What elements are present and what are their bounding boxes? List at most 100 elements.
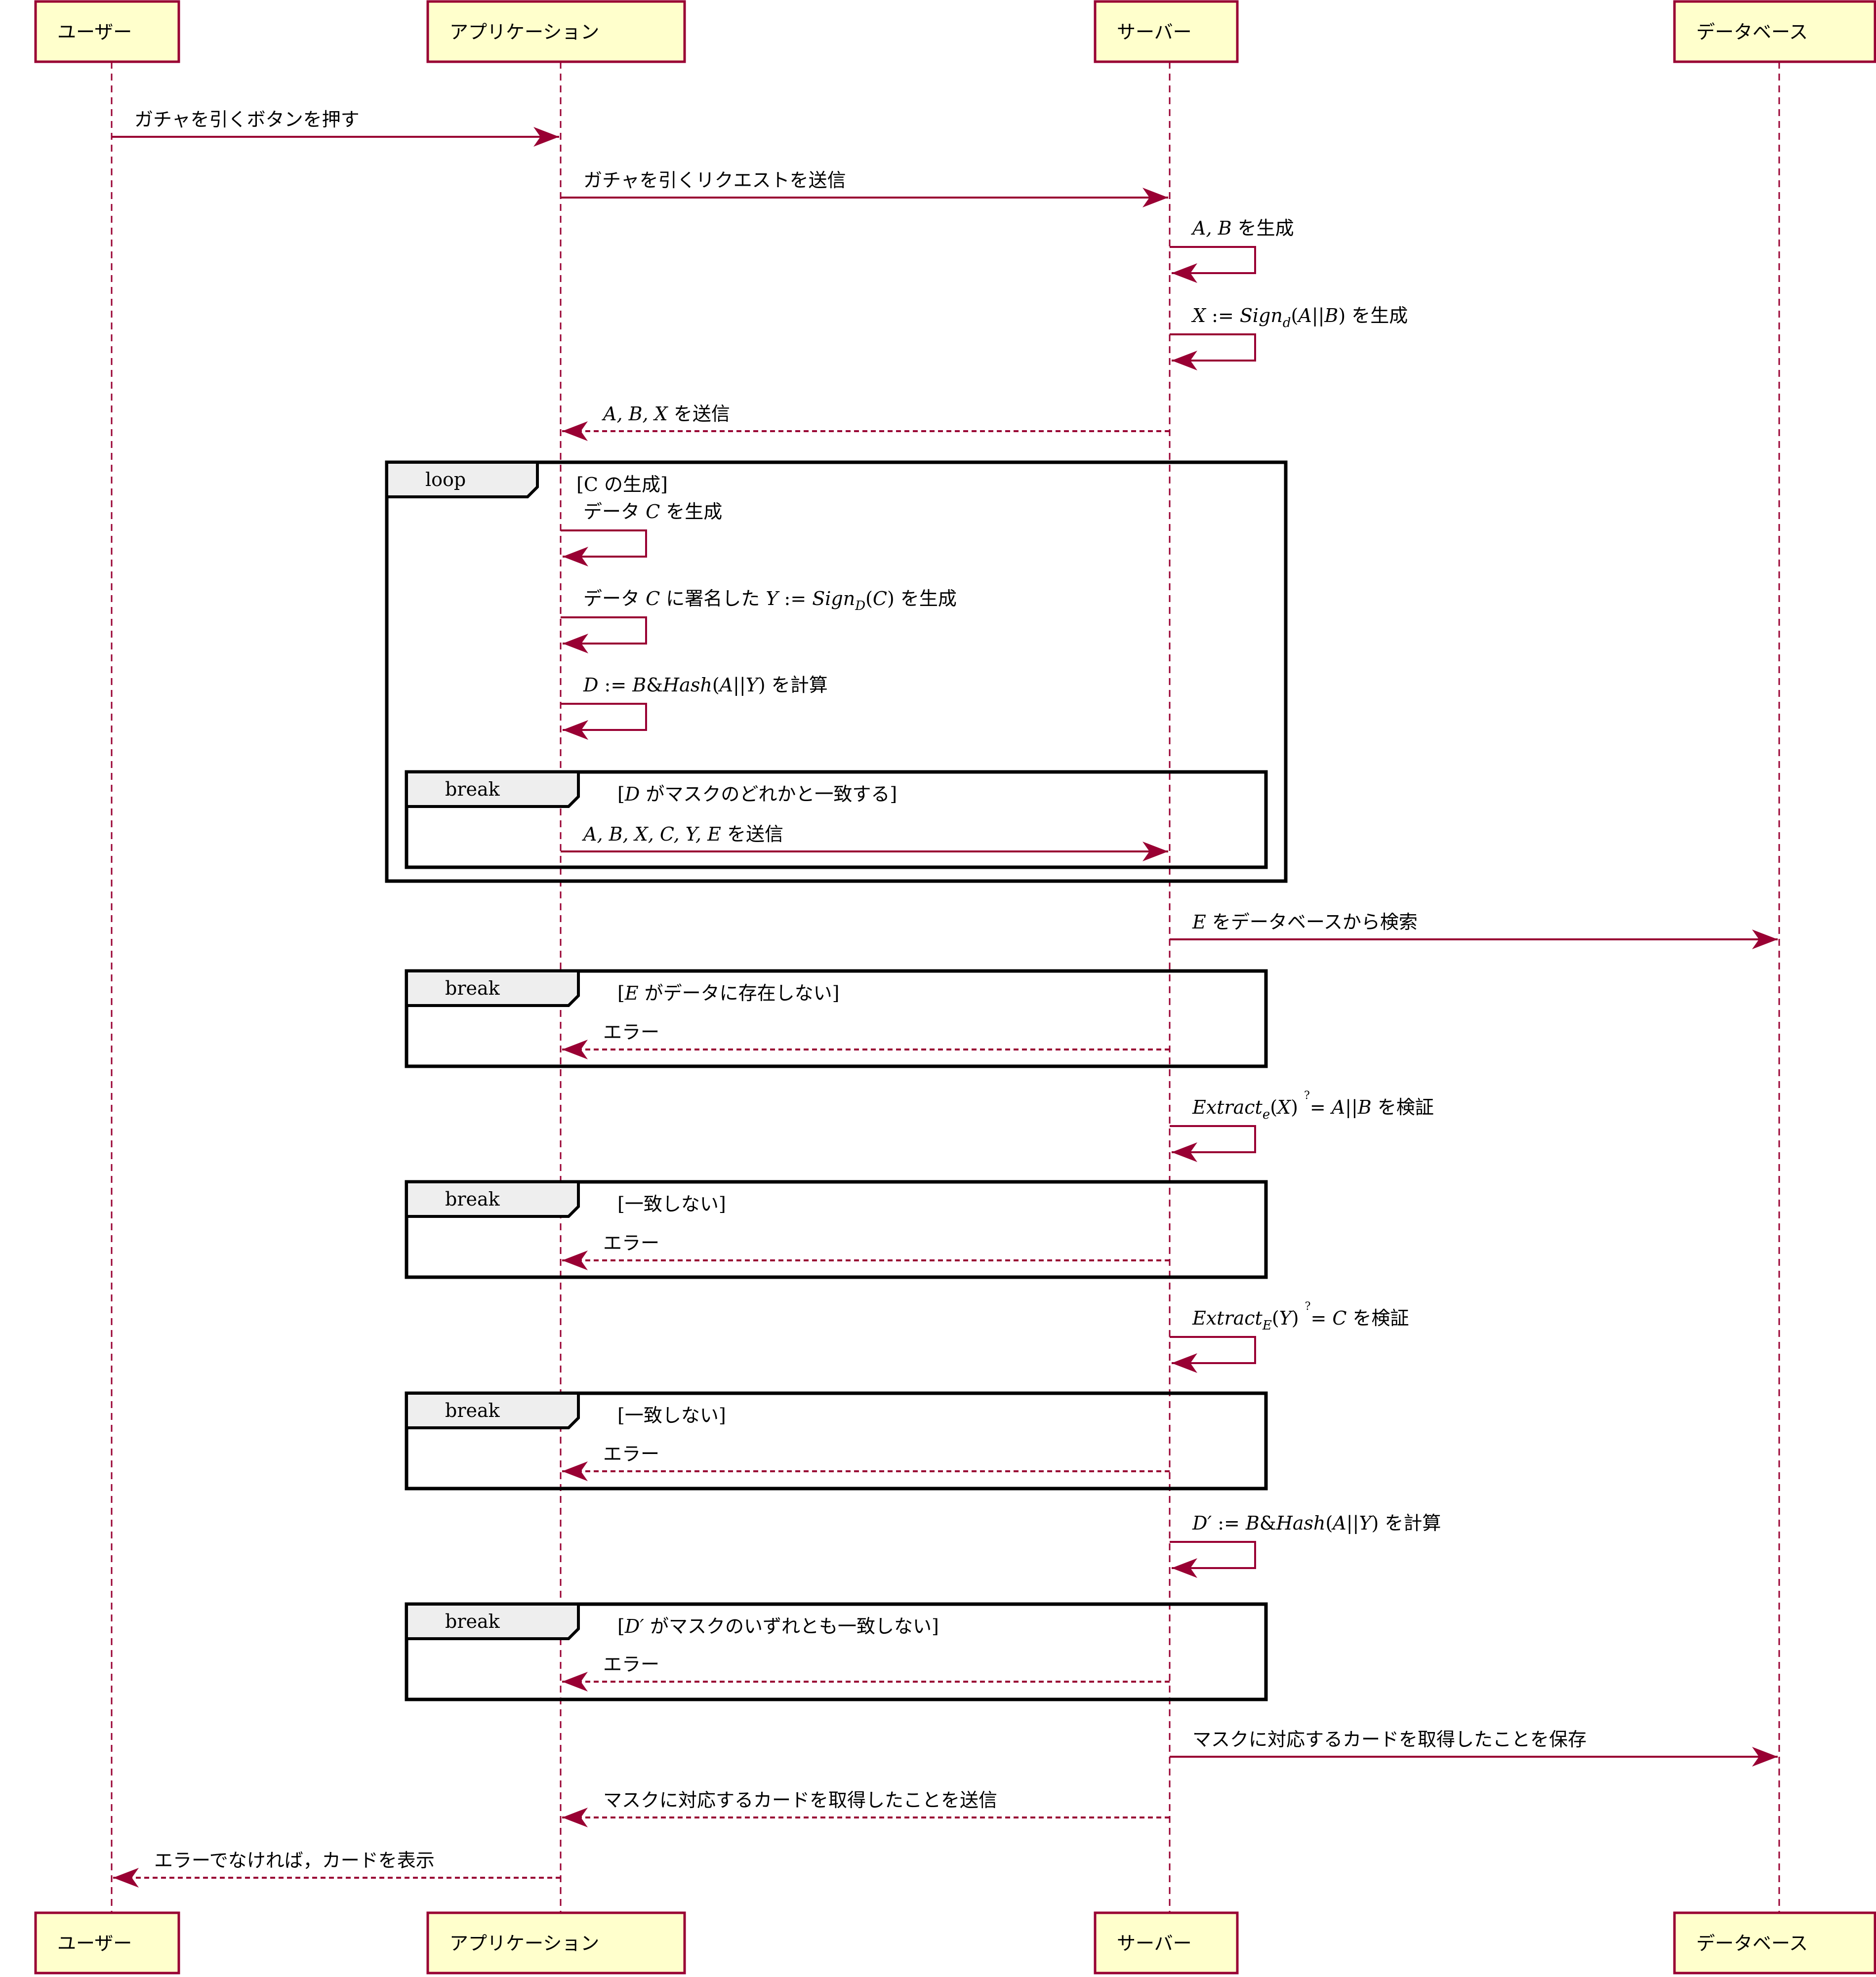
message-m13: エラー <box>562 1232 1170 1270</box>
fragment-frame <box>405 969 1268 1068</box>
message-label: A, B, X, C, Y, E を送信 <box>582 823 783 845</box>
lifelines <box>111 62 1780 1913</box>
message-m14: ExtractE(Y) ?= C を検証 <box>1170 1300 1409 1373</box>
fragment-tab <box>405 770 580 808</box>
message-label: E をデータベースから検索 <box>1192 911 1418 933</box>
participant-box <box>426 0 686 63</box>
participant-label: ユーザー <box>57 21 132 43</box>
participant-label: アプリケーション <box>449 21 599 43</box>
fragment-break-f2: break [D がマスクのどれかと一致する] <box>405 770 1268 869</box>
fragment-kind-label: break <box>445 1611 500 1632</box>
fragment-guard: [D がマスクのどれかと一致する] <box>617 783 897 805</box>
message-label: ガチャを引くボタンを押す <box>134 109 360 130</box>
message-m16: D′ := B&Hash(A||Y) を計算 <box>1170 1512 1441 1578</box>
self-call-arrow <box>561 616 647 653</box>
message-label: エラー <box>603 1654 659 1675</box>
fragment-frame <box>405 770 1268 869</box>
fragment-break-f3: break [E がデータに存在しない] <box>405 969 1268 1068</box>
participant-label: データベース <box>1696 21 1808 43</box>
participant-box <box>1094 0 1239 63</box>
participant-app-bottom: アプリケーション <box>426 1911 686 1975</box>
participant-label: サーバー <box>1117 1933 1192 1954</box>
combined-fragments: loop [C の生成] break [D がマスクのどれかと一致する] break [E… <box>385 460 1288 1701</box>
message-label: エラー <box>603 1443 659 1465</box>
message-m6: データ C を生成 <box>561 501 722 566</box>
self-call-arrow <box>561 703 647 740</box>
message-label: マスクに対応するカードを取得したことを保存 <box>1192 1729 1587 1750</box>
message-m2: ガチャを引くリクエストを送信 <box>561 169 1168 207</box>
participant-label: サーバー <box>1117 21 1192 43</box>
fragment-frame <box>405 1180 1268 1279</box>
fragment-tab <box>405 1180 580 1218</box>
fragment-frame <box>405 1391 1268 1491</box>
fragment-break-f4: break [一致しない] <box>405 1180 1268 1279</box>
message-label: ExtractE(Y) ?= C を検証 <box>1192 1300 1409 1333</box>
fragment-kind-label: break <box>445 1188 500 1210</box>
self-call-arrow <box>1170 1336 1256 1373</box>
self-call-arrow <box>1170 1125 1256 1162</box>
participant-box <box>1094 1911 1239 1975</box>
message-m17: エラー <box>562 1654 1170 1692</box>
self-call-arrow <box>1170 246 1256 283</box>
message-m10: E をデータベースから検索 <box>1170 911 1778 949</box>
message-m18: マスクに対応するカードを取得したことを保存 <box>1170 1729 1778 1767</box>
message-m9: A, B, X, C, Y, E を送信 <box>561 823 1168 861</box>
fragment-frame <box>385 460 1288 883</box>
participant-server-top: サーバー <box>1094 0 1239 63</box>
participant-box <box>426 1911 686 1975</box>
message-label: X := Signd(A||B) を生成 <box>1191 305 1408 330</box>
message-m7: データ C に署名した Y := SignD(C) を生成 <box>561 588 957 653</box>
participant-box <box>1673 1911 1876 1975</box>
message-label: エラー <box>603 1232 659 1254</box>
participant-label: ユーザー <box>57 1933 132 1954</box>
message-label: Extracte(X) ?= A||B を検証 <box>1192 1089 1434 1122</box>
message-m1: ガチャを引くボタンを押す <box>112 109 559 147</box>
message-m8: D := B&Hash(A||Y) を計算 <box>561 674 828 740</box>
participant-db-bottom: データベース <box>1673 1911 1876 1975</box>
participant-db-top: データベース <box>1673 0 1876 63</box>
fragment-break-f6: break [D′ がマスクのいずれとも一致しない] <box>405 1602 1268 1701</box>
fragment-guard: [一致しない] <box>617 1193 726 1215</box>
self-call-arrow <box>561 529 647 566</box>
message-m19: マスクに対応するカードを取得したことを送信 <box>562 1789 1170 1827</box>
fragment-tab <box>405 969 580 1007</box>
message-m3: A, B を生成 <box>1170 217 1294 283</box>
participant-box <box>34 0 180 63</box>
participants: ユーザーユーザーアプリケーションアプリケーションサーバーサーバーデータベースデー… <box>34 0 1876 1975</box>
message-m20: エラーでなければ，カードを表示 <box>113 1850 561 1888</box>
participant-server-bottom: サーバー <box>1094 1911 1239 1975</box>
message-label: ガチャを引くリクエストを送信 <box>583 169 846 191</box>
participant-box <box>1673 0 1876 63</box>
fragment-kind-label: break <box>445 977 500 999</box>
message-m15: エラー <box>562 1443 1170 1481</box>
fragment-guard: [D′ がマスクのいずれとも一致しない] <box>617 1615 939 1637</box>
participant-user-bottom: ユーザー <box>34 1911 180 1975</box>
fragment-guard: [C の生成] <box>576 474 668 495</box>
fragment-kind-label: break <box>445 1400 500 1421</box>
fragment-tab <box>405 1603 580 1640</box>
participant-app-top: アプリケーション <box>426 0 686 63</box>
fragment-frame <box>405 1602 1268 1701</box>
message-label: A, B を生成 <box>1191 217 1294 239</box>
fragment-guard: [E がデータに存在しない] <box>617 982 839 1004</box>
message-label: エラーでなければ，カードを表示 <box>154 1850 435 1871</box>
self-call-arrow <box>1170 333 1256 370</box>
participant-label: データベース <box>1696 1933 1808 1954</box>
fragment-break-f5: break [一致しない] <box>405 1391 1268 1491</box>
message-label: D′ := B&Hash(A||Y) を計算 <box>1192 1512 1441 1534</box>
fragment-kind-label: break <box>445 778 500 800</box>
message-m11: エラー <box>562 1021 1170 1059</box>
message-label: A, B, X を送信 <box>602 403 730 425</box>
fragment-guard: [一致しない] <box>617 1405 726 1426</box>
fragment-tab <box>405 1392 580 1429</box>
message-m12: Extracte(X) ?= A||B を検証 <box>1170 1089 1434 1162</box>
message-label: データ C を生成 <box>583 501 722 523</box>
message-label: D := B&Hash(A||Y) を計算 <box>583 674 828 696</box>
fragment-kind-label: loop <box>425 469 466 490</box>
fragment-loop-f1: loop [C の生成] <box>385 460 1288 883</box>
participant-box <box>34 1911 180 1975</box>
message-m4: X := Signd(A||B) を生成 <box>1170 305 1408 370</box>
message-label: マスクに対応するカードを取得したことを送信 <box>603 1789 997 1811</box>
